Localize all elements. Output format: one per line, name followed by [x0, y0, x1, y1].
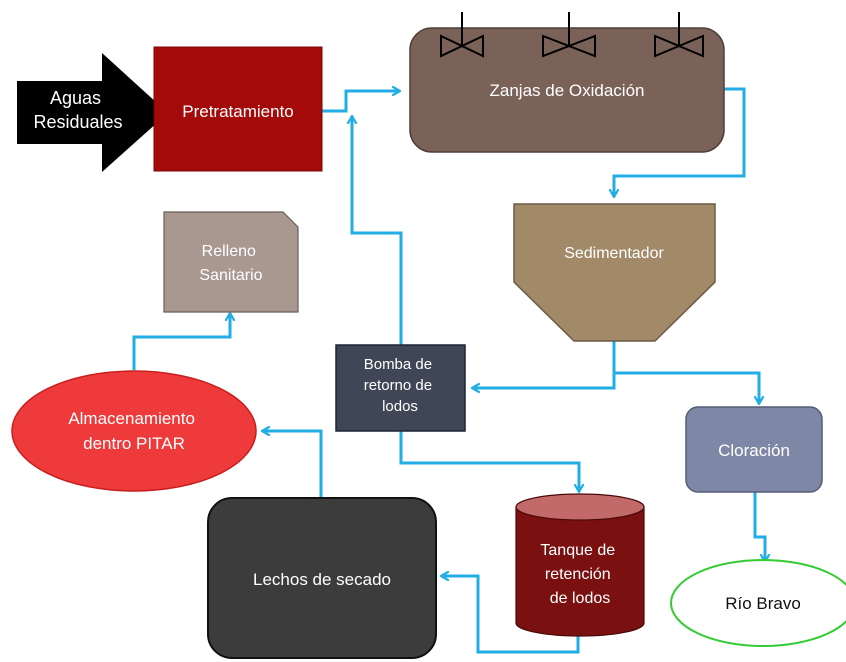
- almacenamiento-line-1: Almacenamiento: [68, 409, 195, 428]
- valve-icon: [542, 12, 596, 58]
- valve-icon: [654, 12, 704, 58]
- lechos-secado-label: Lechos de secado: [253, 570, 391, 589]
- aguas-residuales-shape: [17, 53, 168, 172]
- zanjas-oxidacion-shape: [409, 27, 725, 153]
- node-tanque-retencion: Tanque de retención de lodos: [515, 493, 645, 637]
- lechos-secado-shape: [207, 497, 437, 659]
- node-bomba-retorno: Bomba de retorno de lodos: [335, 344, 466, 432]
- rio-bravo-label: Río Bravo: [725, 594, 801, 613]
- almacenamiento-label: Almacenamiento dentro PITAR: [68, 409, 199, 453]
- node-almacenamiento: Almacenamiento dentro PITAR: [11, 370, 257, 492]
- sedimentador-shape: [513, 203, 716, 342]
- bomba-retorno-line-2: retorno de: [364, 377, 432, 394]
- aguas-residuales-label: Aguas Residuales: [33, 88, 122, 132]
- flow-bomba-to-tanque: [399, 426, 579, 492]
- bomba-retorno-shape: [335, 344, 466, 432]
- flow-almacenamiento-to-relleno: [132, 313, 230, 370]
- pretratamiento-shape: [153, 46, 323, 172]
- tanque-retencion-line-3: de lodos: [550, 590, 611, 607]
- node-relleno-sanitario: Relleno Sanitario: [163, 211, 299, 313]
- flow-zanjas-to-sedimentador: [614, 87, 746, 197]
- relleno-sanitario-line-1: Relleno: [202, 243, 256, 260]
- tanque-retencion-line-2: retención: [545, 566, 611, 583]
- lechos-secado-line-1: Lechos de secado: [253, 570, 391, 589]
- rio-bravo-shape: [670, 559, 846, 647]
- sedimentador-label: Sedimentador: [564, 245, 664, 262]
- sedimentador-line-1: Sedimentador: [564, 245, 664, 262]
- zanjas-oxidacion-label: Zanjas de Oxidación: [490, 81, 645, 100]
- cloracion-shape: [685, 406, 823, 493]
- valve-icon: [440, 12, 484, 58]
- node-pretratamiento: Pretratamiento: [153, 46, 323, 172]
- aguas-residuales-line-1: Aguas: [50, 88, 101, 108]
- pretratamiento-line-1: Pretratamiento: [182, 102, 294, 121]
- tanque-retencion-line-1: Tanque de: [540, 542, 615, 559]
- relleno-sanitario-line-2: Sanitario: [199, 267, 262, 284]
- node-zanjas-oxidacion: Zanjas de Oxidación: [409, 12, 725, 153]
- node-sedimentador: Sedimentador: [513, 203, 716, 342]
- tanque-retencion-top: [515, 493, 645, 521]
- node-cloracion: Cloración: [685, 406, 823, 493]
- bomba-retorno-line-1: Bomba de: [364, 356, 432, 373]
- flow-cloracion-to-rio-bravo: [753, 492, 765, 562]
- flow-pretratamiento-to-zanjas: [322, 91, 400, 113]
- aguas-residuales-line-2: Residuales: [33, 112, 122, 132]
- tanque-retencion-shape: [515, 506, 645, 637]
- bomba-retorno-label: Bomba de retorno de lodos: [364, 356, 437, 415]
- relleno-sanitario-label: Relleno Sanitario: [199, 243, 262, 284]
- relleno-sanitario-shape: [163, 211, 299, 313]
- cloracion-line-1: Cloración: [718, 441, 790, 460]
- zanjas-oxidacion-line-1: Zanjas de Oxidación: [490, 81, 645, 100]
- cloracion-label: Cloración: [718, 441, 790, 460]
- node-rio-bravo: Río Bravo: [670, 559, 846, 647]
- tanque-retencion-label: Tanque de retención de lodos: [540, 542, 619, 607]
- flow-bomba-to-pretratamiento: [352, 116, 403, 345]
- flow-tanque-to-lechos: [441, 576, 580, 654]
- almacenamiento-line-2: dentro PITAR: [83, 434, 185, 453]
- flow-sedimentador-to-bomba: [472, 341, 616, 388]
- almacenamiento-shape: [11, 370, 257, 492]
- flow-connectors: [132, 87, 765, 654]
- pretratamiento-label: Pretratamiento: [182, 102, 294, 121]
- flow-sedimentador-to-cloracion: [614, 371, 759, 404]
- node-lechos-secado: Lechos de secado: [207, 497, 437, 659]
- bomba-retorno-line-3: lodos: [382, 398, 418, 415]
- rio-bravo-line-1: Río Bravo: [725, 594, 801, 613]
- flow-lechos-to-almacenamiento: [262, 431, 323, 498]
- node-aguas-residuales: Aguas Residuales: [17, 53, 168, 172]
